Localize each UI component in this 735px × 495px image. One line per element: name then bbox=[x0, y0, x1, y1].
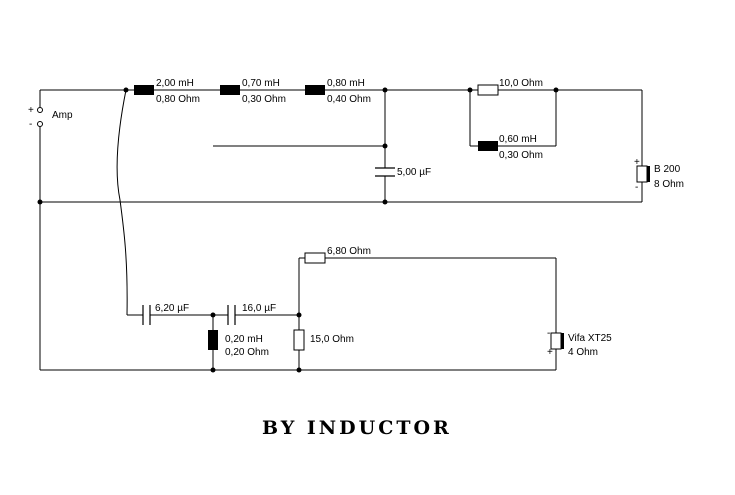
resistor-r1: 10,0 Ohm bbox=[477, 78, 543, 96]
tweeter-minus-sign: - bbox=[547, 328, 550, 339]
inductor-l1-value: 2,00 mH bbox=[156, 78, 194, 89]
inductor-l2-resistance: 0,30 Ohm bbox=[242, 94, 286, 105]
tweeter-speaker: - + Vifa XT25 4 Ohm bbox=[547, 328, 612, 358]
resistor-r1-value: 10,0 Ohm bbox=[499, 78, 543, 89]
woofer-minus-sign: - bbox=[635, 182, 638, 193]
inductor-l2-value: 0,70 mH bbox=[242, 78, 280, 89]
tweeter-plus-sign: + bbox=[547, 347, 553, 358]
capacitor-c2-value: 6,20 µF bbox=[155, 303, 189, 314]
woofer-plus-sign: + bbox=[634, 157, 640, 168]
woofer-speaker: + - B 200 8 Ohm bbox=[634, 157, 684, 193]
amp-plus-sign: + bbox=[28, 105, 34, 116]
tweeter-impedance: 4 Ohm bbox=[568, 347, 598, 358]
inductor-l5-resistance: 0,20 Ohm bbox=[225, 347, 269, 358]
amp-label: Amp bbox=[52, 110, 73, 121]
inductor-l1: 2,00 mH 0,80 Ohm bbox=[134, 78, 200, 105]
capacitor-c3: 16,0 µF bbox=[227, 303, 276, 325]
inductor-l4-value: 0,60 mH bbox=[499, 134, 537, 145]
inductor-l4: 0,60 mH 0,30 Ohm bbox=[478, 134, 543, 161]
capacitor-c1-value: 5,00 µF bbox=[397, 167, 431, 178]
inductor-l2: 0,70 mH 0,30 Ohm bbox=[220, 78, 286, 105]
inductor-l5: 0,20 mH 0,20 Ohm bbox=[208, 330, 269, 358]
tweeter-wiring bbox=[40, 89, 557, 371]
capacitor-c3-value: 16,0 µF bbox=[242, 303, 276, 314]
amp-minus-sign: - bbox=[29, 119, 32, 130]
resistor-r3: 6,80 Ohm bbox=[304, 246, 371, 264]
woofer-name: B 200 bbox=[654, 164, 681, 175]
inductor-l1-resistance: 0,80 Ohm bbox=[156, 94, 200, 105]
woofer-impedance: 8 Ohm bbox=[654, 179, 684, 190]
capacitor-c1: 5,00 µF bbox=[375, 167, 431, 178]
capacitor-c2: 6,20 µF bbox=[142, 303, 189, 325]
woofer-wiring bbox=[39, 89, 643, 370]
inductor-l3-resistance: 0,40 Ohm bbox=[327, 94, 371, 105]
resistor-r3-value: 6,80 Ohm bbox=[327, 246, 371, 257]
resistor-r2: 15,0 Ohm bbox=[293, 329, 354, 351]
footer-title: BY INDUCTOR bbox=[262, 417, 452, 439]
inductor-l3: 0,80 mH 0,40 Ohm bbox=[305, 78, 371, 105]
resistor-r2-value: 15,0 Ohm bbox=[310, 334, 354, 345]
inductor-l5-value: 0,20 mH bbox=[225, 334, 263, 345]
amp-terminals: + - Amp bbox=[28, 105, 73, 130]
inductor-l3-value: 0,80 mH bbox=[327, 78, 365, 89]
tweeter-name: Vifa XT25 bbox=[568, 333, 612, 344]
inductor-l4-resistance: 0,30 Ohm bbox=[499, 150, 543, 161]
